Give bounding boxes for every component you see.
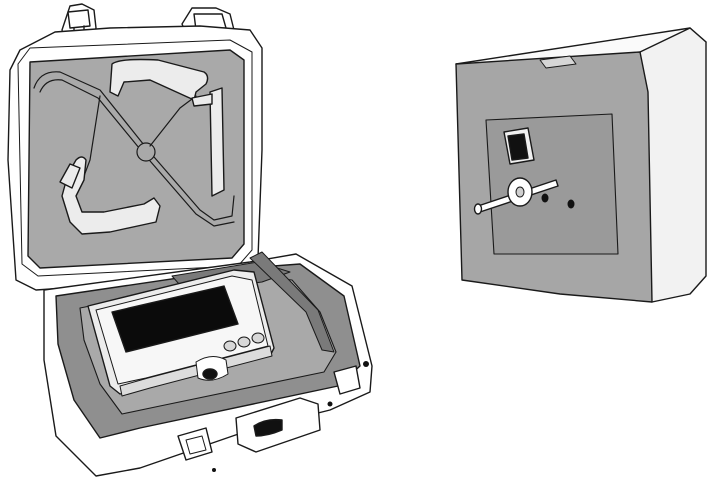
wall-mount-icon [455,27,707,303]
monitor-device [87,269,275,397]
bracket-cutout-bottom [61,156,161,235]
monitor-buttons [223,332,265,352]
mount-holes [541,193,575,209]
base-feet [212,361,369,472]
bracket-cutout-top [109,58,209,101]
monitor-knob [202,368,218,380]
cable-groove [33,71,235,227]
case-handle [235,397,321,453]
mount-slot [503,127,535,165]
base-latch-left [177,427,213,461]
rod-cutout [209,87,225,197]
base-latch-right [333,365,361,395]
carrying-case-icon [7,3,373,477]
monitor-screen [111,285,239,353]
mount-pin [473,177,559,215]
